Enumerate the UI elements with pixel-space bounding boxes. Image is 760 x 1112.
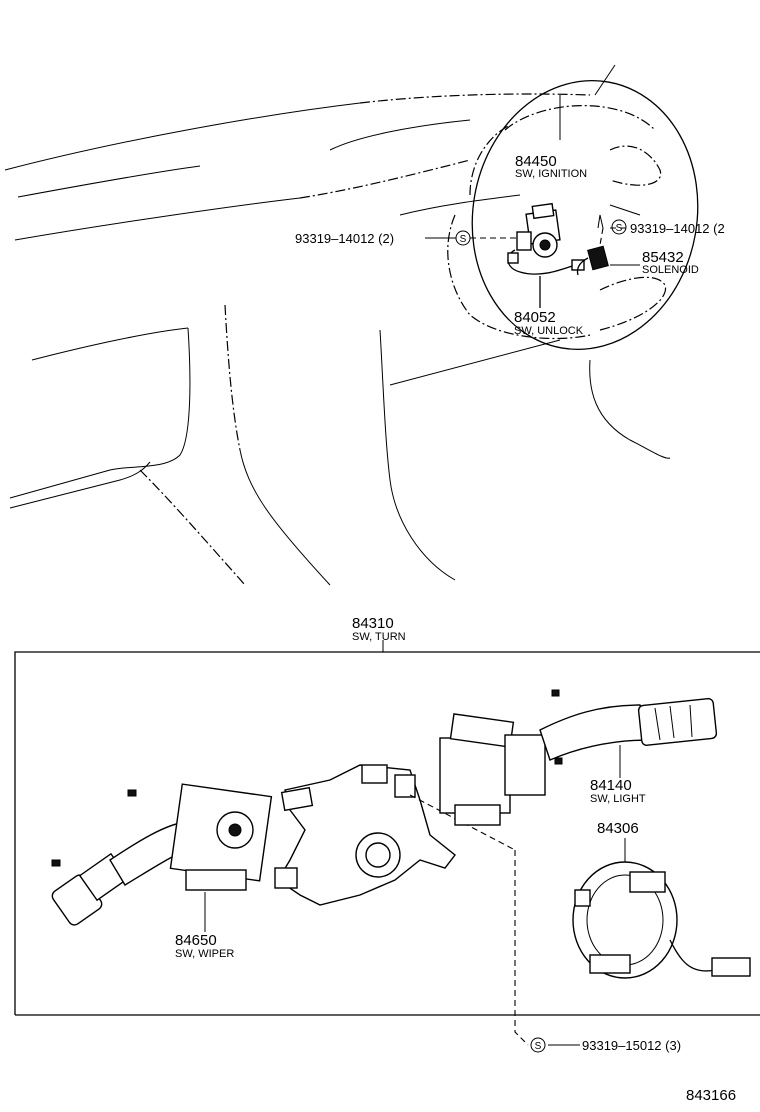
label-85432[interactable]: 85432 SOLENOID	[642, 249, 699, 276]
screw-code: 93319–14012 (2	[630, 221, 725, 236]
screw-symbol-icon	[455, 230, 471, 246]
part-name: SW, IGNITION	[515, 168, 587, 180]
label-84140[interactable]: 84140 SW, LIGHT	[590, 777, 646, 805]
wiper-switch	[51, 783, 273, 932]
label-84650[interactable]: 84650 SW, WIPER	[175, 932, 234, 960]
screw-callout-right[interactable]: S 93319–14012 (2	[611, 219, 725, 236]
light-switch	[439, 689, 718, 826]
dashboard-outline	[4, 64, 671, 586]
lower-leaders	[514, 850, 580, 1046]
screw-callout-bottom[interactable]: S 93319–15012 (3)	[530, 1037, 681, 1053]
label-84306[interactable]: 84306	[597, 820, 639, 837]
part-number: 84140	[590, 777, 632, 794]
screw-symbol-icon	[611, 219, 627, 235]
screw-callout-left[interactable]: 93319–14012 (2) S	[295, 230, 471, 246]
screw-symbol: S	[616, 223, 623, 234]
turn-switch-frame	[14, 640, 760, 1016]
steering-wheel	[447, 79, 699, 351]
diagram-id: 843166	[686, 1087, 736, 1104]
part-number: 84310	[352, 615, 394, 632]
label-84450[interactable]: 84450 SW, IGNITION	[515, 153, 587, 180]
upper-leaders	[425, 227, 640, 266]
spiral-cable	[572, 838, 751, 979]
screw-symbol: S	[535, 1041, 542, 1052]
screw-code: 93319–15012 (3)	[582, 1038, 681, 1053]
part-name: SW, LIGHT	[590, 793, 646, 805]
part-number: 85432	[642, 249, 684, 266]
part-number: 84052	[514, 309, 556, 326]
part-number: 84306	[597, 820, 639, 837]
label-84310[interactable]: 84310 SW, TURN	[352, 615, 406, 643]
screw-symbol-icon	[530, 1037, 546, 1053]
part-name: SW, UNLOCK	[514, 325, 584, 337]
ignition-assembly	[507, 202, 609, 308]
turn-switch-base	[274, 764, 516, 906]
part-name: SOLENOID	[642, 264, 699, 276]
part-number: 84650	[175, 932, 217, 949]
screw-code: 93319–14012 (2)	[295, 231, 394, 246]
screw-symbol: S	[460, 234, 467, 245]
part-number: 84450	[515, 153, 557, 170]
label-84052[interactable]: 84052 SW, UNLOCK	[514, 309, 584, 337]
part-name: SW, WIPER	[175, 948, 234, 960]
part-name: SW, TURN	[352, 631, 406, 643]
